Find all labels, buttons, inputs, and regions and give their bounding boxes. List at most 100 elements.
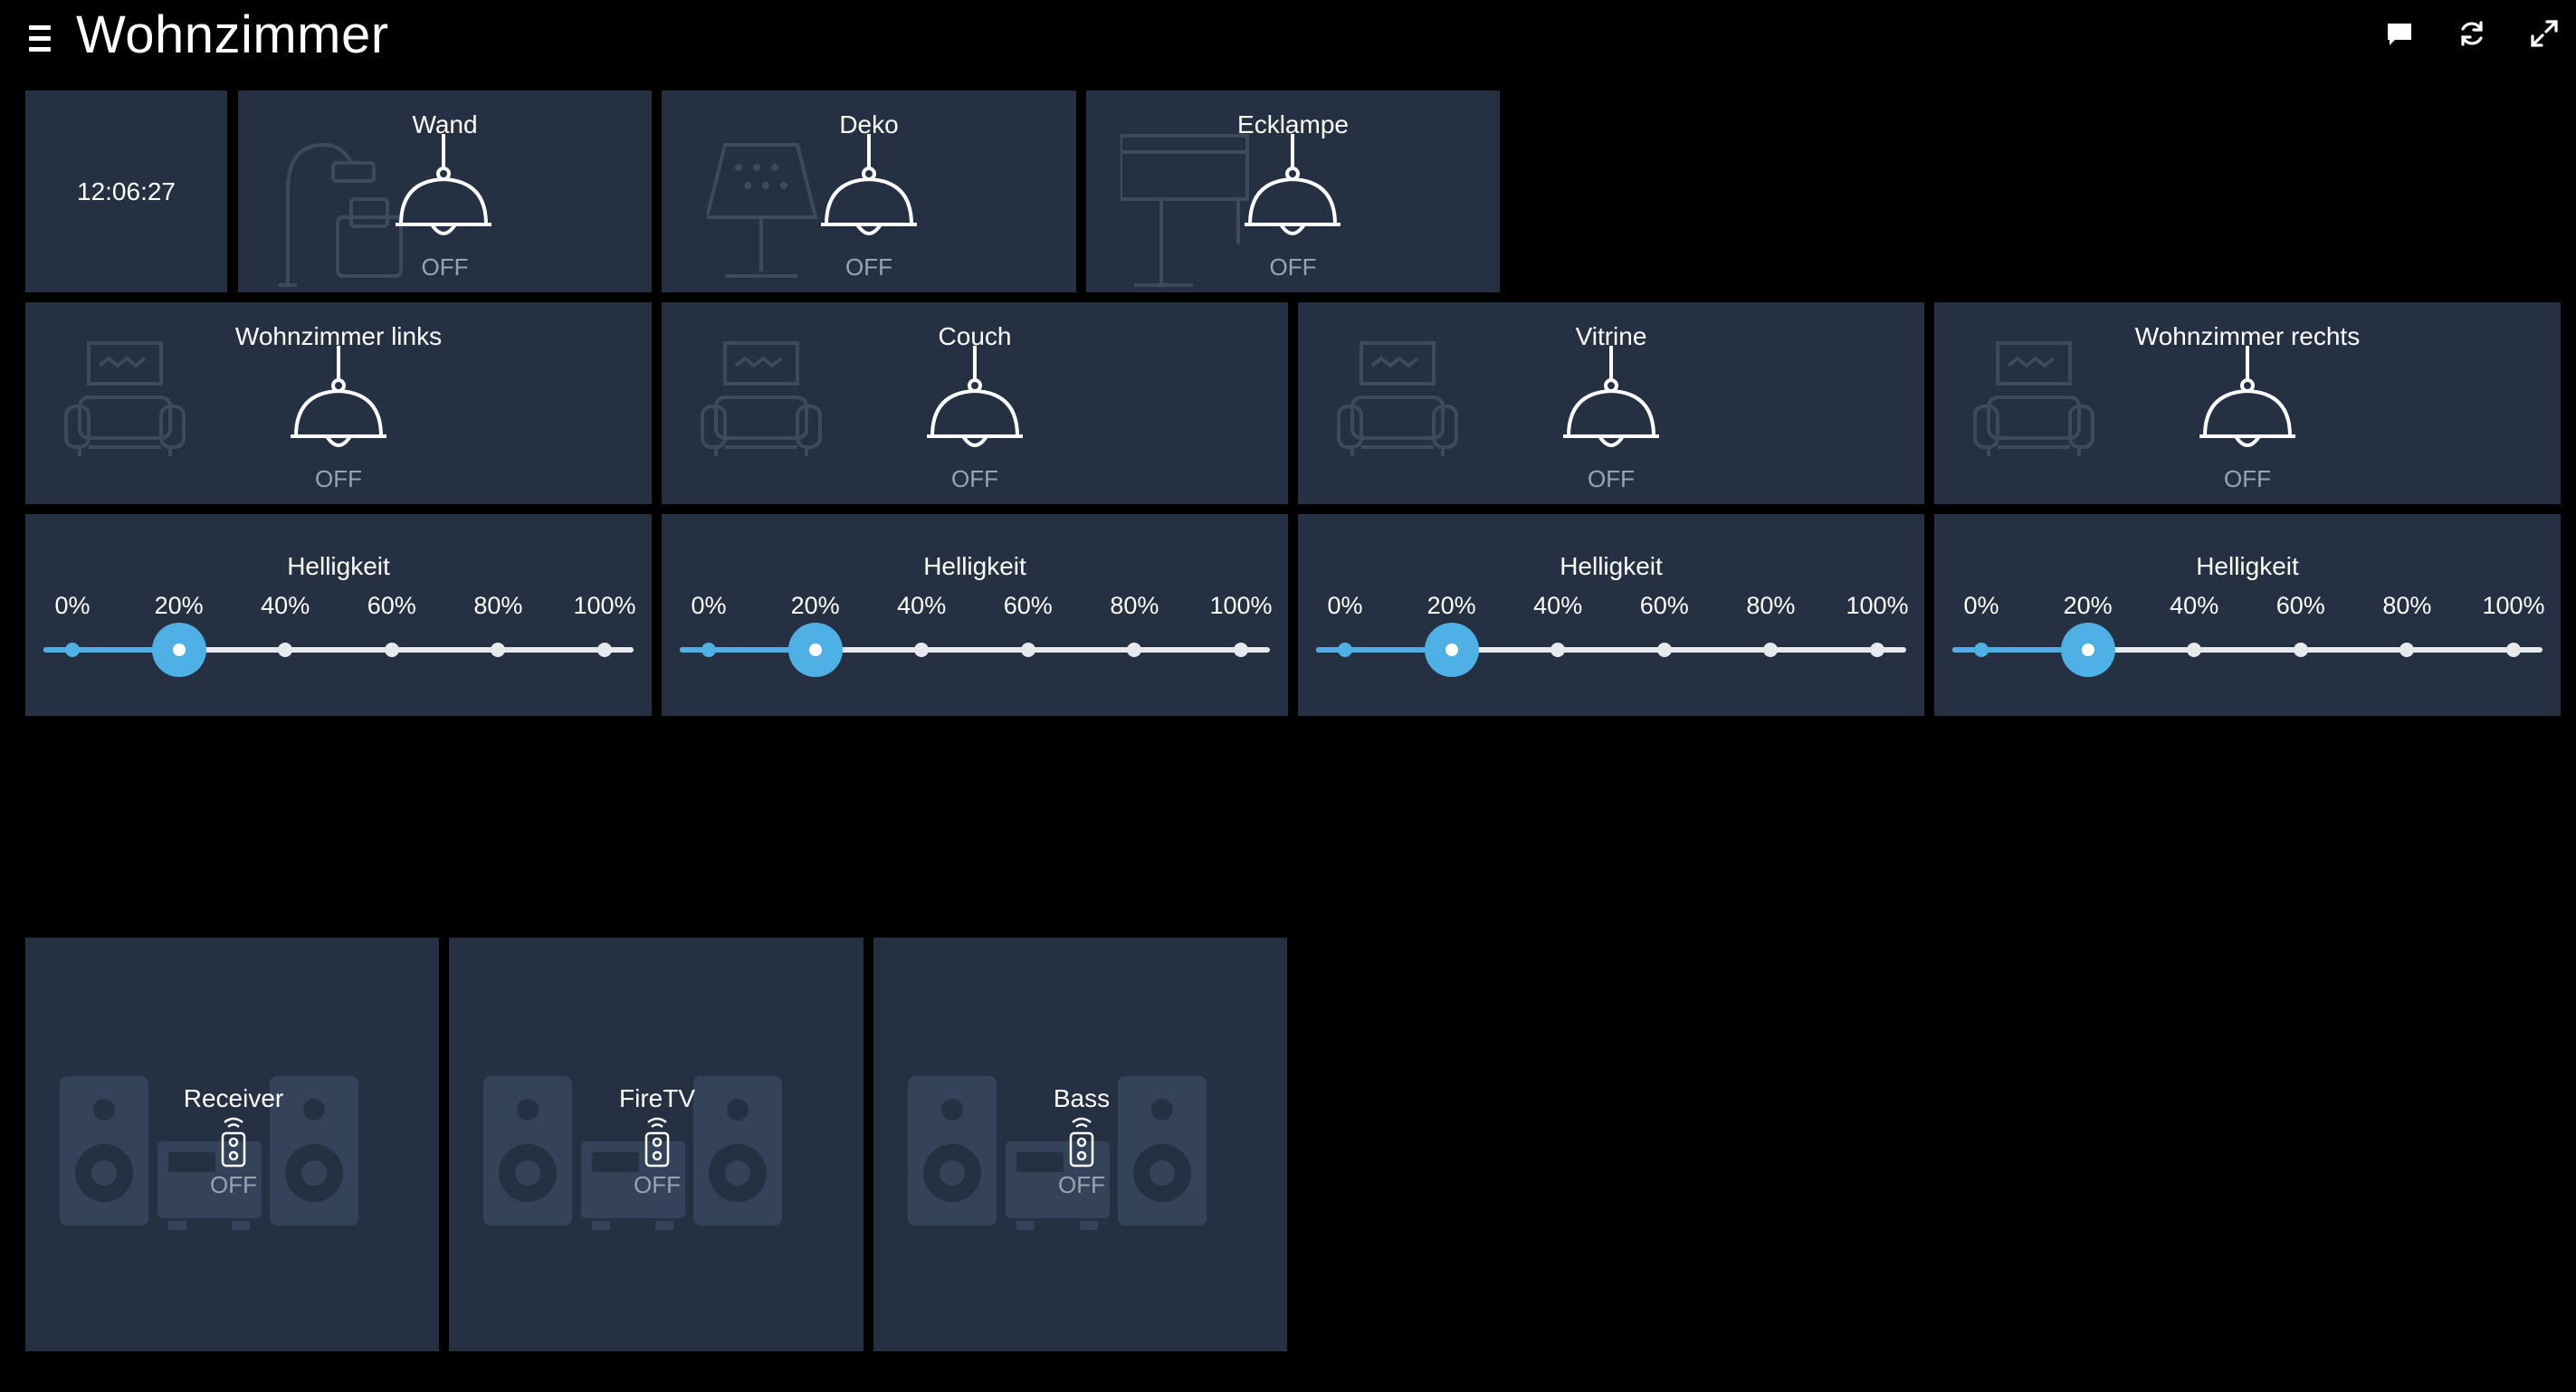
slider-handle[interactable] (2060, 623, 2115, 677)
chat-bubble-icon[interactable] (2384, 18, 2415, 49)
slider-title: Helligkeit (287, 552, 390, 580)
pendant-lamp-icon (927, 346, 1023, 447)
stereo-speakers-icon (483, 1076, 782, 1230)
tick-label: 80% (1110, 592, 1159, 619)
tick-label: 60% (1003, 592, 1053, 619)
slider-step-dot[interactable] (2506, 643, 2521, 657)
tick-label: 80% (1746, 592, 1796, 619)
light-tile-ecklampe[interactable]: Ecklampe OFF (1086, 91, 1500, 292)
light-tile-deko[interactable]: Deko OFF (662, 91, 1076, 292)
light-state: OFF (1588, 465, 1635, 492)
slider-step-dot[interactable] (2293, 643, 2308, 657)
slider-step-dot[interactable] (1020, 643, 1035, 657)
tick-label: 20% (790, 592, 840, 619)
light-name: Wand (412, 110, 478, 138)
slider-handle[interactable] (787, 623, 843, 677)
slider-step-dot[interactable] (2399, 643, 2415, 657)
sofa-tv-icon (1337, 341, 1458, 456)
slider-track[interactable] (680, 647, 1270, 653)
tick-label: 40% (2170, 592, 2219, 619)
light-name: Wohnzimmer rechts (2134, 322, 2361, 350)
slider-step-dot[interactable] (1656, 643, 1672, 657)
slider-step-dot[interactable] (597, 643, 612, 657)
slider-fill (43, 647, 179, 653)
light-tile-wohnzimmer-links[interactable]: Wohnzimmer links OFF (25, 302, 652, 504)
page-title: Wohnzimmer (76, 5, 389, 64)
refresh-icon[interactable] (2457, 18, 2487, 49)
remote-control-icon (644, 1117, 670, 1168)
tick-label: 20% (154, 592, 204, 619)
pendant-lamp-icon (1245, 134, 1340, 235)
media-state: OFF (210, 1171, 257, 1198)
table-lamp-icon (707, 143, 818, 278)
pendant-lamp-icon (396, 134, 491, 235)
stereo-speakers-icon (60, 1076, 358, 1230)
slider-step-dot[interactable] (2187, 643, 2202, 657)
floor-lamp-icon (279, 142, 403, 287)
fullscreen-icon[interactable] (2529, 18, 2560, 49)
light-state: OFF (845, 253, 892, 281)
tick-label: 0% (54, 592, 91, 619)
tick-label: 40% (261, 592, 310, 619)
slider-step-dot[interactable] (701, 643, 716, 657)
light-state: OFF (1269, 253, 1317, 281)
tick-label: 60% (1639, 592, 1689, 619)
slider-step-dot[interactable] (1234, 643, 1248, 657)
tv-stand-icon (1121, 134, 1249, 287)
light-name: Couch (938, 322, 1012, 350)
remote-control-icon (221, 1117, 246, 1168)
tick-label: 20% (2063, 592, 2113, 619)
slider-step-dot[interactable] (384, 643, 399, 657)
slider-track[interactable] (1316, 647, 1906, 653)
tick-label: 100% (1209, 592, 1273, 619)
slider-fill (680, 647, 816, 653)
slider-step-dot[interactable] (491, 643, 506, 657)
tick-label: 100% (1846, 592, 1909, 619)
tick-label: 0% (691, 592, 727, 619)
tick-label: 60% (367, 592, 416, 619)
light-state: OFF (2224, 465, 2271, 492)
pendant-lamp-icon (1563, 346, 1659, 447)
slider-step-dot[interactable] (1974, 643, 1989, 657)
slider-handle[interactable] (1424, 623, 1479, 677)
tick-label: 40% (1533, 592, 1583, 619)
sofa-tv-icon (1973, 341, 2094, 456)
tick-label: 60% (2275, 592, 2325, 619)
light-tile-couch[interactable]: Couch OFF (662, 302, 1288, 504)
slider-step-dot[interactable] (1127, 643, 1142, 657)
slider-step-dot[interactable] (1763, 643, 1779, 657)
slider-track[interactable] (1952, 647, 2543, 653)
remote-control-icon (1069, 1117, 1094, 1168)
light-tile-wohnzimmer-rechts[interactable]: Wohnzimmer rechts OFF (1934, 302, 2561, 504)
tick-label: 80% (473, 592, 523, 619)
slider-fill (1952, 647, 2088, 653)
clock-tile: 12:06:27 (25, 91, 227, 292)
hamburger-menu-icon[interactable] (20, 20, 60, 52)
slider-step-dot[interactable] (1338, 643, 1352, 657)
tick-label: 0% (1327, 592, 1363, 619)
slider-step-dot[interactable] (278, 643, 293, 657)
slider-step-dot[interactable] (1550, 643, 1566, 657)
pendant-lamp-icon (2199, 346, 2295, 447)
light-tile-vitrine[interactable]: Vitrine OFF (1298, 302, 1924, 504)
sofa-tv-icon (64, 341, 186, 456)
slider-step-dot[interactable] (1870, 643, 1884, 657)
light-state: OFF (951, 465, 998, 492)
tick-label: 40% (897, 592, 947, 619)
slider-track[interactable] (43, 647, 634, 653)
light-tile-wand[interactable]: Wand OFF (238, 91, 652, 292)
light-name: Wohnzimmer links (234, 322, 443, 350)
slider-step-dot[interactable] (65, 643, 80, 657)
pendant-lamp-icon (821, 134, 917, 235)
tick-label: 0% (1963, 592, 1999, 619)
media-state: OFF (634, 1171, 681, 1198)
slider-step-dot[interactable] (914, 643, 930, 657)
slider-handle[interactable] (151, 623, 206, 677)
